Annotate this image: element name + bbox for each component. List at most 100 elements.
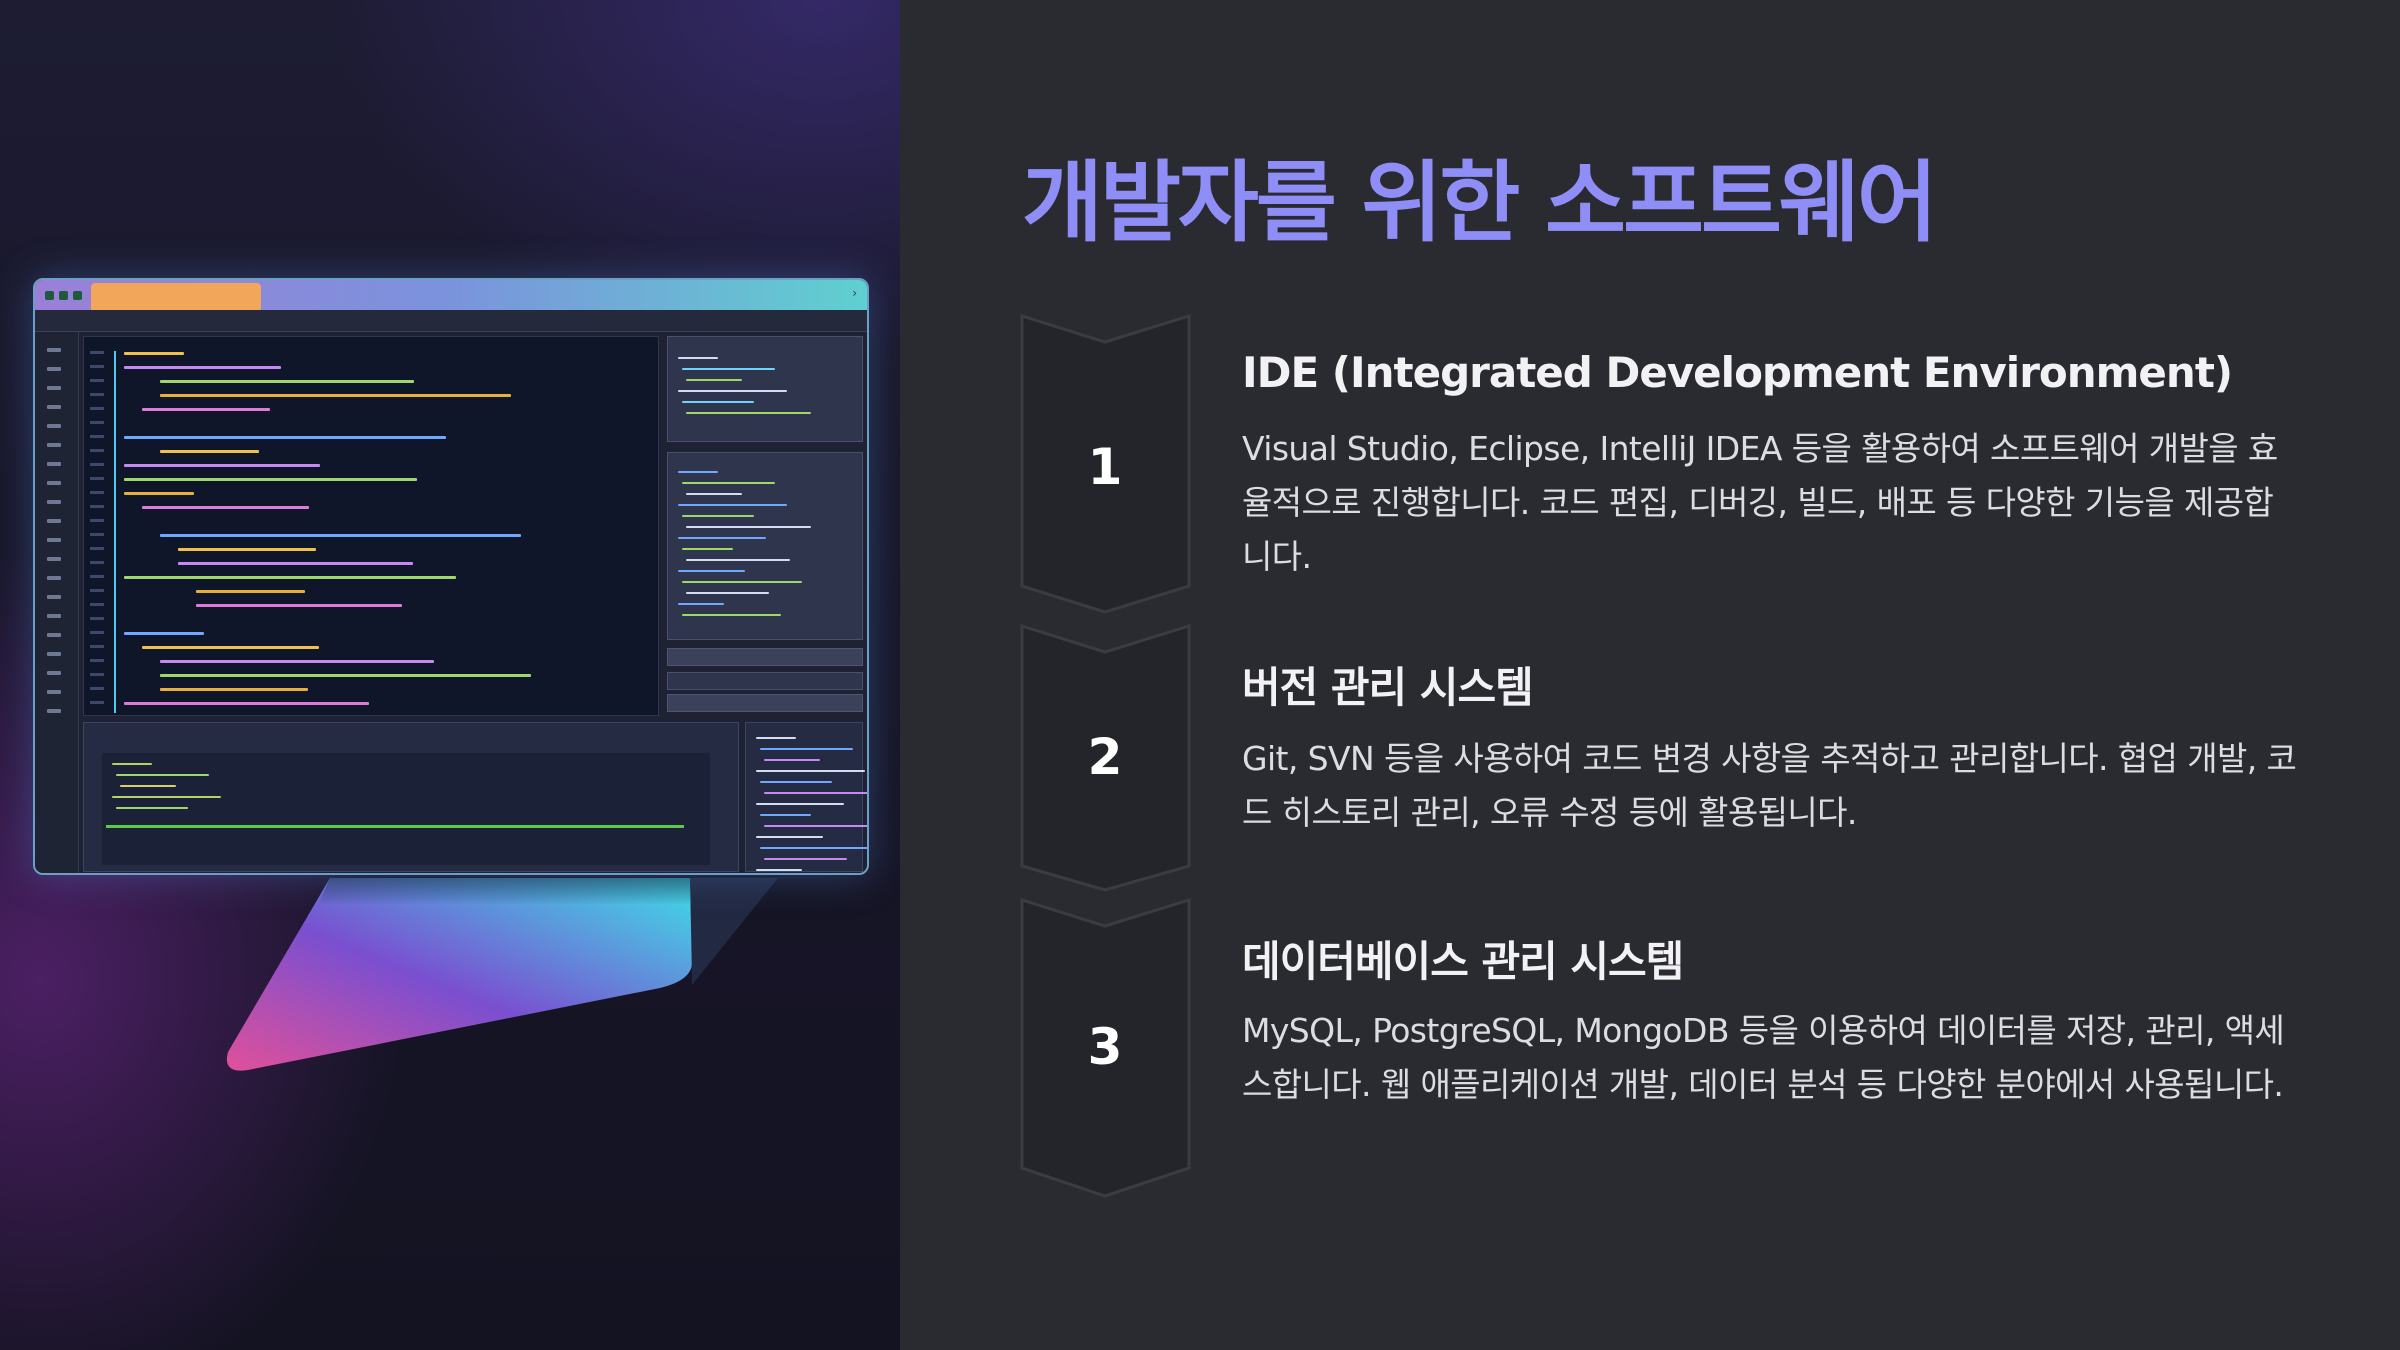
activity-bar-icon	[47, 348, 61, 352]
line-number-mark	[90, 379, 104, 382]
code-line-mark	[178, 548, 316, 551]
code-line-mark	[160, 394, 511, 397]
activity-bar-icon	[47, 709, 61, 713]
panel-line-mark	[682, 548, 733, 550]
activity-bar-icon	[47, 386, 61, 390]
activity-bar-icon	[47, 690, 61, 694]
ide-mini-panel	[745, 722, 867, 872]
activity-bar-icon	[47, 519, 61, 523]
activity-bar-icon	[47, 462, 61, 466]
step-2-chevron-shape	[1020, 623, 1191, 892]
code-line-mark	[160, 380, 414, 383]
activity-bar-icon	[47, 633, 61, 637]
editor-indent-guide	[114, 351, 116, 713]
step-2-description: Git, SVN 등을 사용하여 코드 변경 사항을 추적하고 관리합니다. 협…	[1242, 739, 2297, 832]
monitor-stand-graphic	[226, 878, 778, 1071]
ide-titlebar: ›	[35, 280, 867, 310]
panel-line-mark	[760, 847, 867, 849]
panel-line-mark	[682, 515, 754, 517]
code-line-mark	[124, 576, 456, 579]
line-number-mark	[90, 673, 104, 676]
line-number-mark	[90, 477, 104, 480]
line-number-mark	[90, 533, 104, 536]
activity-bar-icon	[47, 424, 61, 428]
ide-side-panel-top	[667, 336, 863, 442]
activity-bar-icon	[47, 557, 61, 561]
ide-code-editor	[83, 336, 659, 716]
window-dot-icon	[73, 291, 82, 300]
line-number-mark	[90, 519, 104, 522]
code-line-mark	[124, 478, 417, 481]
page-title: 개발자를 위한 소프트웨어	[1022, 151, 1938, 254]
code-line-mark	[124, 492, 194, 495]
line-number-mark	[90, 701, 104, 704]
panel-line-mark	[686, 493, 742, 495]
panel-line-mark	[756, 737, 796, 739]
panel-line-mark	[686, 526, 811, 528]
panel-line-mark	[120, 785, 176, 787]
line-number-mark	[90, 421, 104, 424]
code-line-mark	[196, 604, 402, 607]
activity-bar-icon	[47, 652, 61, 656]
panel-line-mark	[678, 603, 724, 605]
step-1-description: Visual Studio, Eclipse, IntelliJ IDEA 등을…	[1242, 429, 2278, 576]
terminal-output	[102, 753, 710, 865]
line-number-mark	[90, 407, 104, 410]
code-line-mark	[124, 352, 184, 355]
panel-line-mark	[756, 770, 865, 772]
panel-line-mark	[116, 774, 209, 776]
panel-line-mark	[682, 368, 775, 370]
panel-line-mark	[760, 748, 853, 750]
line-number-mark	[90, 617, 104, 620]
panel-line-mark	[756, 803, 844, 805]
activity-bar-icon	[47, 671, 61, 675]
panel-line-mark	[678, 570, 745, 572]
code-line-mark	[178, 562, 413, 565]
panel-line-mark	[686, 559, 790, 561]
ide-side-panel-middle	[667, 452, 863, 640]
step-2-heading: 버전 관리 시스템	[1242, 663, 1534, 712]
window-dot-icon	[45, 291, 54, 300]
panel-line-mark	[686, 412, 811, 414]
step-2-number: 2	[1087, 728, 1123, 786]
panel-line-mark	[764, 858, 847, 860]
activity-bar-icon	[47, 367, 61, 371]
activity-bar-icon	[47, 443, 61, 447]
ide-terminal-panel	[83, 722, 739, 872]
activity-bar-icon	[47, 595, 61, 599]
line-number-mark	[90, 687, 104, 690]
code-line-mark	[124, 366, 281, 369]
panel-line-mark	[116, 807, 188, 809]
panel-line-mark	[686, 379, 742, 381]
ide-side-bar-row	[667, 648, 863, 666]
panel-line-mark	[112, 796, 221, 798]
line-number-mark	[90, 393, 104, 396]
panel-line-mark	[682, 401, 754, 403]
window-dot-icon	[59, 291, 68, 300]
panel-line-mark	[678, 357, 718, 359]
panel-line-mark	[764, 792, 867, 794]
code-line-mark	[196, 590, 305, 593]
step-1-chevron-shape	[1020, 313, 1191, 614]
line-number-mark	[90, 491, 104, 494]
step-3-description: MySQL, PostgreSQL, MongoDB 등을 이용하여 데이터를 …	[1242, 1011, 2285, 1104]
activity-bar-icon	[47, 576, 61, 580]
panel-line-mark	[686, 592, 769, 594]
activity-bar-icon	[47, 538, 61, 542]
activity-bar-icon	[47, 614, 61, 618]
ide-activity-bar	[35, 332, 79, 873]
terminal-progress-bar	[106, 825, 684, 828]
line-number-mark	[90, 561, 104, 564]
line-number-mark	[90, 645, 104, 648]
code-line-mark	[160, 450, 259, 453]
code-line-mark	[160, 660, 434, 663]
line-number-mark	[90, 463, 104, 466]
ide-toolbar	[35, 310, 867, 332]
line-number-mark	[90, 575, 104, 578]
step-3-chevron-shape	[1020, 897, 1191, 1198]
line-number-mark	[90, 449, 104, 452]
panel-line-mark	[678, 471, 718, 473]
panel-line-mark	[678, 504, 787, 506]
code-line-mark	[124, 464, 320, 467]
ide-window: ›	[33, 278, 869, 875]
